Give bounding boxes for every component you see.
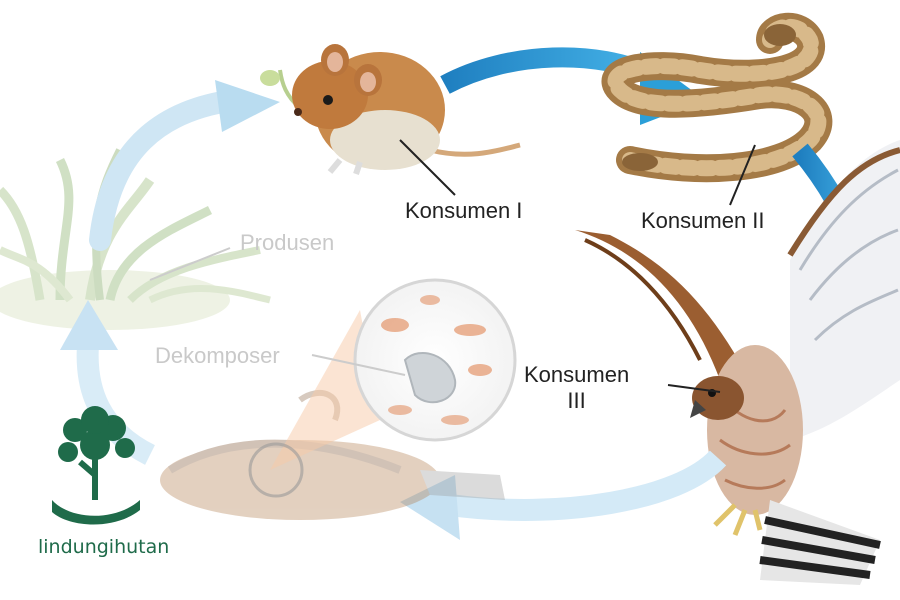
magnifier-beam bbox=[270, 310, 380, 470]
label-konsumen-3: Konsumen III bbox=[524, 362, 629, 414]
label-produsen: Produsen bbox=[240, 230, 335, 255]
magnifier-source-icon bbox=[248, 442, 304, 498]
grass-plant-icon bbox=[0, 148, 271, 330]
arrow-dekomposer-to-grass-head bbox=[60, 300, 118, 350]
label-dekomposer: Dekomposer bbox=[155, 343, 280, 368]
arrow-hawk-to-dekomposer bbox=[448, 450, 727, 521]
tree-hand-logo-icon bbox=[52, 406, 140, 525]
hawk-icon bbox=[575, 140, 900, 585]
snake-icon bbox=[601, 12, 833, 183]
logo-text: lindungihutan bbox=[38, 536, 170, 558]
konsumen-2-pointer bbox=[729, 144, 756, 206]
konsumen-1-pointer bbox=[399, 139, 456, 196]
label-konsumen-2: Konsumen II bbox=[641, 208, 765, 233]
konsumen-3-pointer bbox=[667, 384, 721, 393]
dekomposer-pointer bbox=[311, 354, 406, 376]
arrow-grass-to-mouse-head bbox=[215, 80, 280, 132]
magnifier-icon bbox=[353, 278, 517, 442]
label-konsumen-3-line1: Konsumen bbox=[524, 362, 630, 387]
mouse-icon bbox=[260, 44, 521, 175]
label-konsumen-1: Konsumen I bbox=[405, 198, 523, 223]
label-konsumen-3-line2: III bbox=[567, 388, 586, 413]
arrow-grass-to-mouse bbox=[89, 89, 246, 251]
arrow-hawk-to-dekomposer-head bbox=[400, 475, 460, 540]
